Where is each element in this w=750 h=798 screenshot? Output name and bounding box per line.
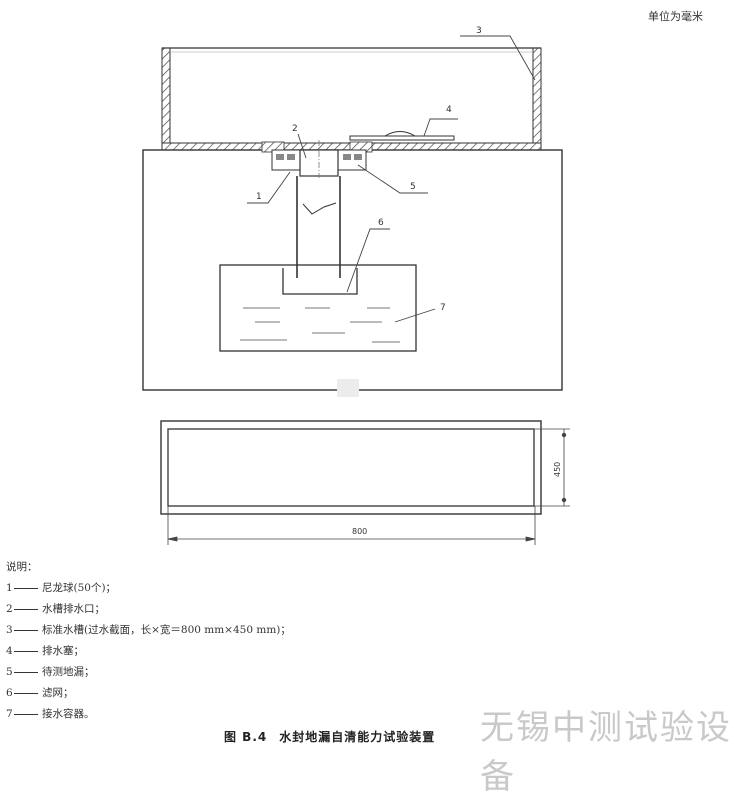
dimension-width <box>534 428 570 507</box>
watermark: 无锡中测试验设备 <box>480 708 732 797</box>
callout-7: 7 <box>440 303 446 313</box>
floor-drain <box>261 140 373 178</box>
callout-1: 1 <box>256 192 262 202</box>
unit-note: 单位为毫米 <box>648 10 703 23</box>
dimension-length <box>167 506 536 545</box>
callout-2: 2 <box>292 124 298 134</box>
figure-caption: 图 B.4 水封地漏自清能力试验装置 <box>224 728 435 745</box>
filter-screen <box>282 268 358 295</box>
drain-pipe <box>296 176 341 278</box>
callout-6: 6 <box>378 218 384 228</box>
apparatus-drawing: 1 2 3 4 5 6 7 800 450 <box>142 26 570 545</box>
dimension-width-label: 450 <box>553 462 562 477</box>
drain-plug <box>349 131 455 141</box>
tank-plan-view <box>160 420 542 515</box>
legend-heading: 说明： <box>6 561 38 573</box>
collecting-container <box>219 264 417 352</box>
figure-number: 图 B.4 <box>224 730 268 744</box>
standard-water-tank <box>161 47 542 151</box>
support-platform <box>142 149 563 391</box>
callout-4: 4 <box>446 105 452 115</box>
dimension-length-label: 800 <box>352 527 367 536</box>
callout-3: 3 <box>476 26 482 36</box>
figure-title: 水封地漏自清能力试验装置 <box>279 730 436 744</box>
callout-5: 5 <box>410 182 416 192</box>
